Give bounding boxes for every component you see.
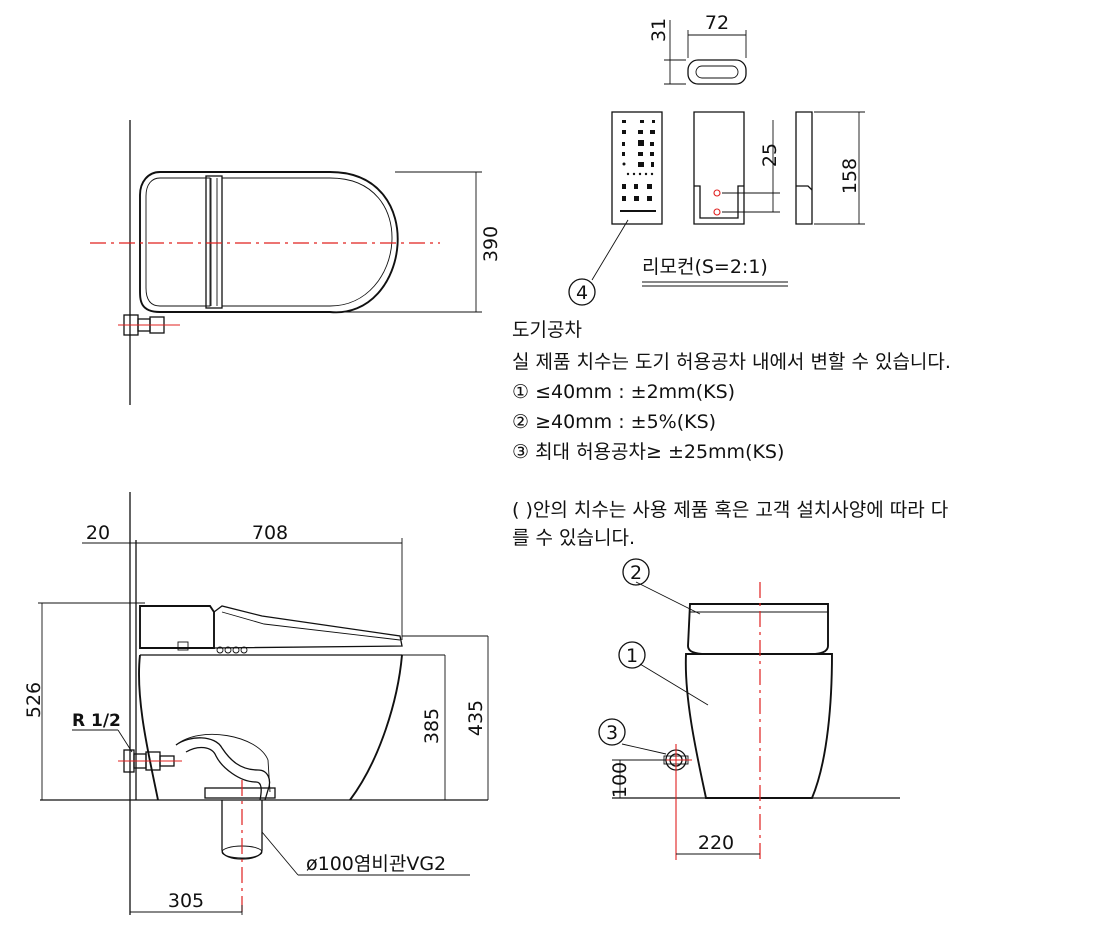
tolerance-notes: 도기공차 실 제품 치수는 도기 허용공차 내에서 변할 수 있습니다. ① ≤… [512, 319, 951, 549]
dim-72-label: 72 [705, 12, 729, 34]
dim-220-label: 220 [698, 832, 734, 854]
supply-valve-top [118, 314, 180, 336]
drain-label: ø100염비관VG2 [306, 853, 446, 875]
remote-holder-side [795, 111, 813, 225]
tank-outline-top [145, 177, 211, 307]
toilet-outline-top [139, 171, 399, 313]
remote-top-view [687, 59, 747, 85]
bowl-back-curve [349, 654, 403, 801]
supply-valve-side [118, 749, 182, 773]
seat-lid-side [213, 605, 403, 649]
dim-385-label: 385 [421, 708, 443, 744]
bowl-front-curve [138, 654, 159, 801]
dim-435-label: 435 [465, 700, 487, 736]
side-view: 20 708 526 [23, 492, 489, 915]
seat-cover-front [687, 603, 829, 655]
trapway-outer [175, 737, 271, 801]
dim-25-label: 25 [759, 143, 781, 167]
svg-text:4: 4 [576, 282, 588, 304]
remote-holder-front [693, 111, 745, 225]
remote-caption: 리모컨(S=2:1) [642, 256, 768, 278]
screw-hole-2 [713, 208, 721, 216]
front-view: 100 220 2 1 3 [598, 558, 900, 860]
screw-hole-1 [713, 189, 721, 197]
drain-flange [204, 787, 276, 799]
callout-3 [598, 718, 626, 746]
hinge-bar [205, 175, 223, 309]
dim-31-label: 31 [648, 18, 670, 42]
dim-390-label: 390 [480, 226, 502, 262]
supply-fitting-front [660, 744, 692, 860]
control-buttons-side [216, 646, 248, 654]
paren-note-line1: ( )안의 치수는 사용 제품 혹은 고객 설치사양에 따라 다 [512, 499, 948, 521]
svg-text:2: 2 [630, 562, 642, 584]
svg-text:1: 1 [626, 645, 638, 667]
dim-526-label: 526 [23, 682, 45, 718]
bowl-front [684, 653, 833, 799]
remote-views: 72 31 25 158 4 [568, 12, 865, 306]
seat-outline-top [222, 177, 393, 307]
svg-text:3: 3 [606, 722, 618, 744]
top-view: 390 [90, 120, 502, 405]
tolerance-item1: ① ≤40mm : ±2mm(KS) [512, 381, 735, 403]
dim-708-label: 708 [252, 522, 288, 544]
tolerance-item2: ② ≥40mm : ±5%(KS) [512, 411, 716, 433]
pipe-label: R 1/2 [72, 711, 121, 731]
tolerance-item3: ③ 최대 허용공차≥ ±25mm(KS) [512, 441, 784, 463]
remote-front-view [611, 111, 663, 225]
callout-4 [568, 278, 596, 306]
tank-body-side [139, 605, 215, 649]
callout-1 [618, 641, 646, 669]
callout-2 [622, 558, 650, 586]
tolerance-line1: 실 제품 치수는 도기 허용공차 내에서 변할 수 있습니다. [512, 351, 951, 373]
dim-100-label: 100 [609, 762, 631, 798]
trapway-inner [185, 746, 262, 801]
dim-20-label: 20 [86, 522, 110, 544]
dim-305-label: 305 [168, 890, 204, 912]
remote-buttons [620, 120, 656, 212]
paren-note-line2: 를 수 있습니다. [512, 527, 635, 549]
tolerance-title: 도기공차 [512, 319, 582, 341]
dim-158-label: 158 [839, 158, 861, 194]
